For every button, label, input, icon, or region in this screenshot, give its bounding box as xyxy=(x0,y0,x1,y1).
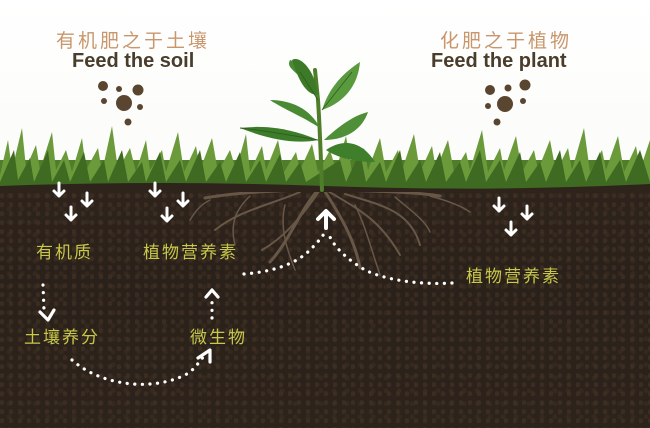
left-title-cn: 有机肥之于土壤 xyxy=(56,30,211,52)
label-soil-nutrients: 土壤养分 xyxy=(24,328,100,348)
label-microbes: 微生物 xyxy=(190,328,247,348)
right-title-cn: 化肥之于植物 xyxy=(440,30,573,52)
down-arrow-icon xyxy=(520,204,534,221)
fertilizer-granules-icon xyxy=(98,81,144,126)
label-plant-nutrients-right: 植物营养素 xyxy=(466,267,561,287)
down-arrow-icon xyxy=(176,191,190,208)
arrowhead-icon xyxy=(38,288,220,364)
down-arrow-icon xyxy=(160,206,174,223)
down-arrow-icon xyxy=(504,220,518,237)
dotted-flow-arrow xyxy=(41,228,454,386)
grass xyxy=(0,126,650,190)
down-arrow-icon xyxy=(492,196,506,213)
label-plant-nutrients-left: 植物营养素 xyxy=(143,243,238,263)
right-title-en: Feed the plant xyxy=(431,50,567,72)
fertilizer-granules-icon xyxy=(485,79,531,126)
label-organic-matter: 有机质 xyxy=(36,243,93,263)
down-arrow-icon xyxy=(80,191,94,208)
root-system xyxy=(189,186,471,276)
up-arrow-icon xyxy=(316,209,336,230)
plant-leaves xyxy=(239,59,375,162)
left-title-en: Feed the soil xyxy=(72,50,195,72)
down-arrow-icon xyxy=(64,205,78,222)
